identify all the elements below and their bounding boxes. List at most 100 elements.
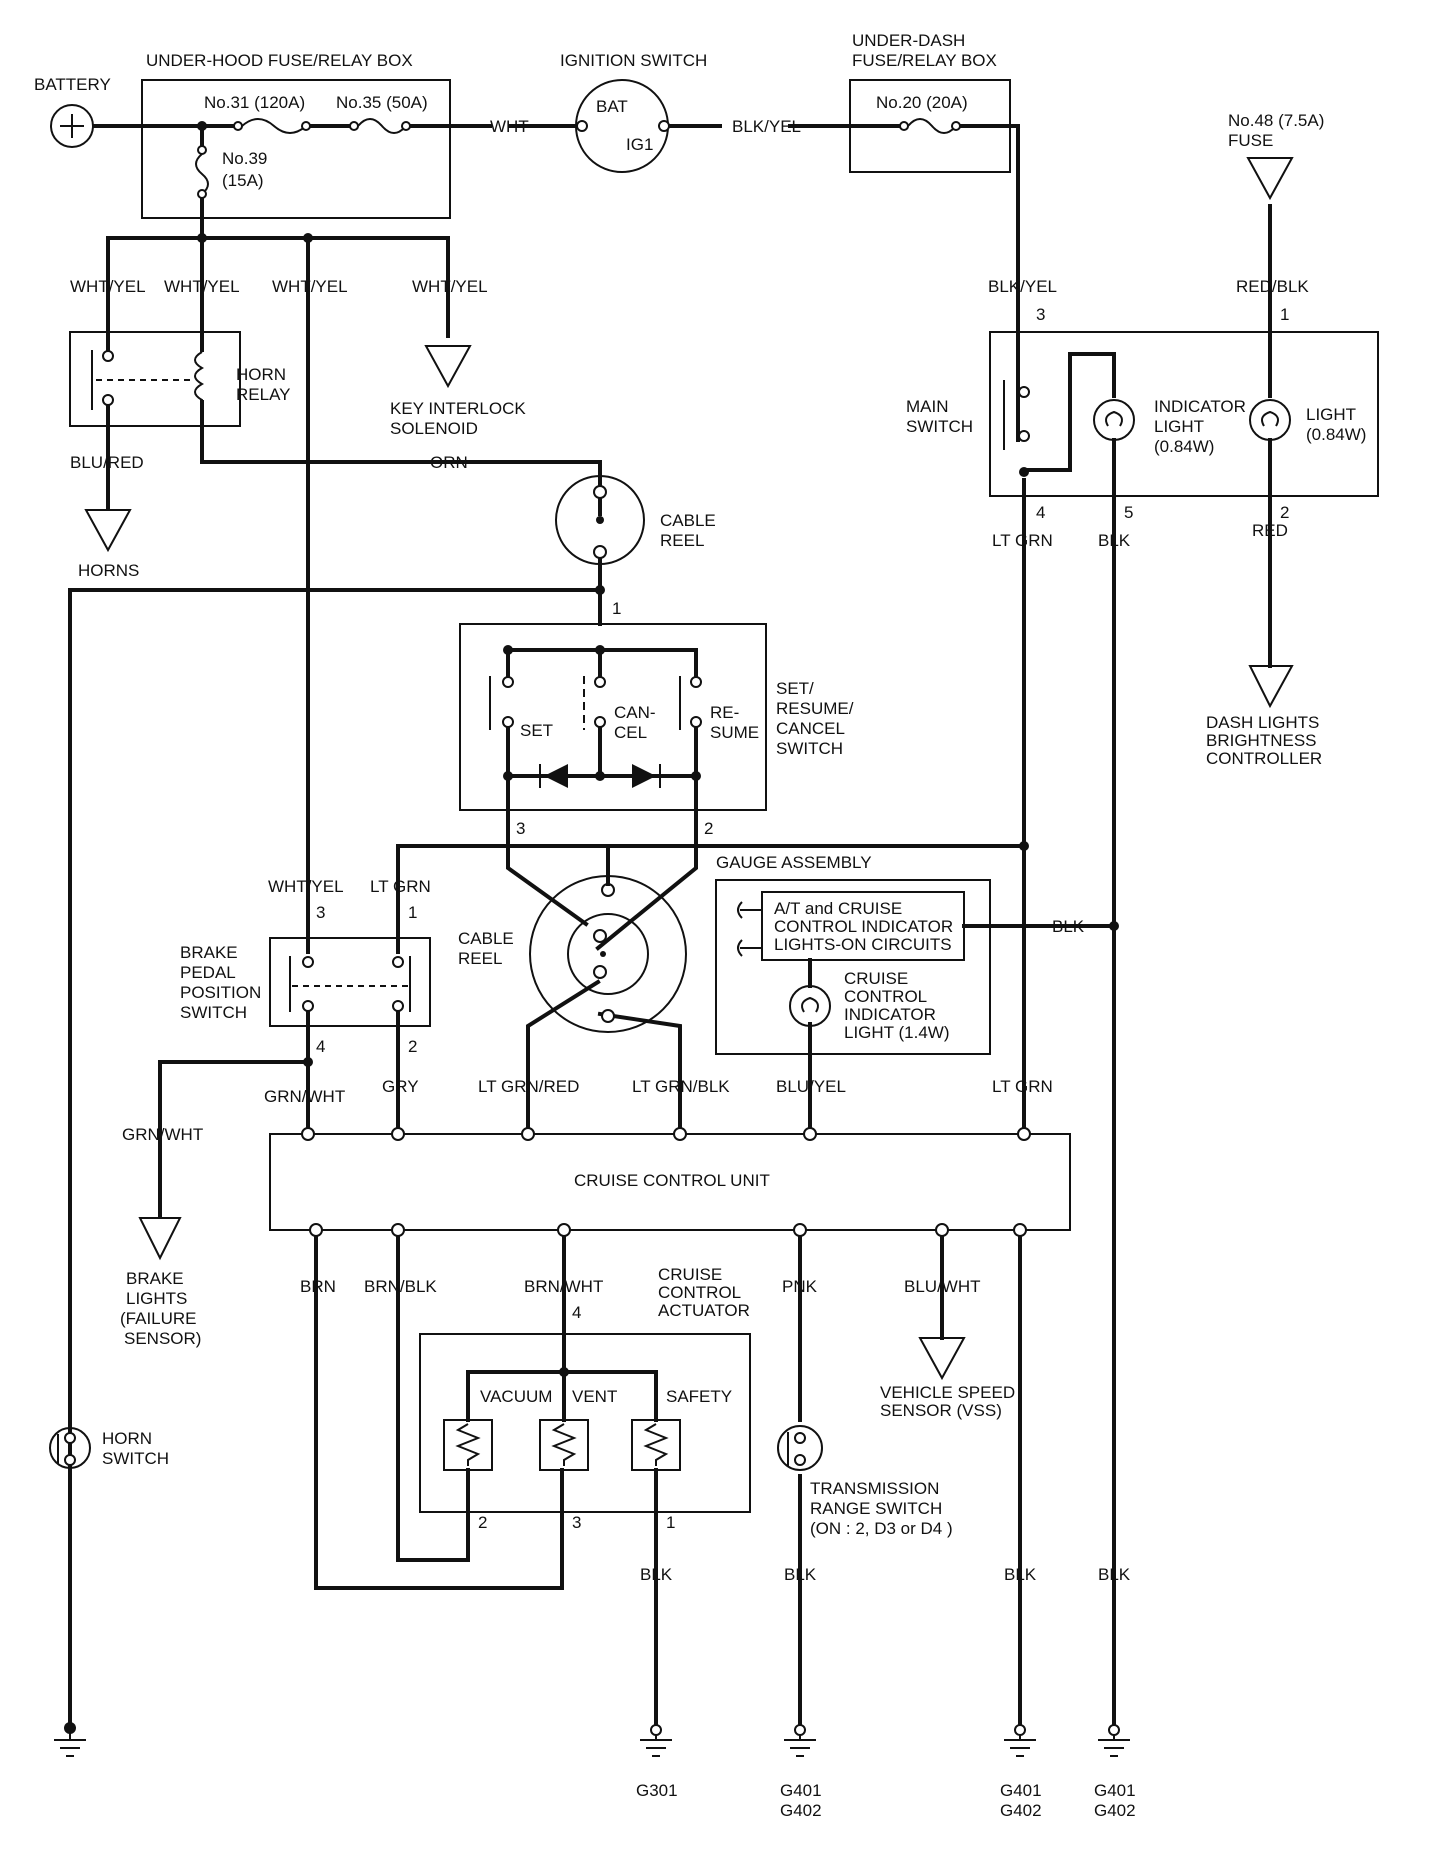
pin-2-light: 2 bbox=[1280, 503, 1289, 522]
fuse-icon bbox=[349, 118, 411, 134]
under-hood-fuse-relay-box bbox=[141, 79, 451, 219]
brake-lights-label-3: (FAILURE bbox=[120, 1309, 197, 1328]
wire-label-gry: GRY bbox=[382, 1077, 419, 1096]
ground-icon bbox=[54, 1730, 86, 1757]
src-cancel-label-2: CEL bbox=[614, 723, 647, 742]
brake-lights-label-1: BRAKE bbox=[126, 1269, 184, 1288]
cruise-indicator-label-2: CONTROL bbox=[844, 987, 927, 1006]
wire-label-lt-grn-ccu: LT GRN bbox=[992, 1077, 1053, 1096]
fuse48-connector-icon bbox=[1246, 157, 1294, 201]
ground-g401-label-b: G401 bbox=[1000, 1781, 1042, 1800]
main-switch-box bbox=[989, 331, 1379, 497]
wire-label-wht: WHT bbox=[490, 117, 529, 136]
wire-label-blk-trs: BLK bbox=[784, 1565, 817, 1584]
src-switch-label-4: SWITCH bbox=[776, 739, 843, 758]
cruise-indicator-label-1: CRUISE bbox=[844, 969, 908, 988]
wire-label-grn-wht-1: GRN/WHT bbox=[264, 1087, 345, 1106]
ccu-terminals bbox=[301, 1127, 1031, 1237]
cancel-switch-icon bbox=[583, 676, 606, 730]
horn-switch-label-2: SWITCH bbox=[102, 1449, 169, 1468]
trs-label-1: TRANSMISSION bbox=[810, 1479, 939, 1498]
wire-label-wht-yel-4: WHT/YEL bbox=[412, 277, 488, 296]
ground-g402-label-c: G402 bbox=[1094, 1801, 1136, 1820]
ground-g401-label-c: G401 bbox=[1094, 1781, 1136, 1800]
horn-switch-label-1: HORN bbox=[102, 1429, 152, 1448]
ignition-bat-label: BAT bbox=[596, 97, 628, 116]
cable-reel-lower-label-2: REEL bbox=[458, 949, 502, 968]
wire-label-blk-yel: BLK/YEL bbox=[732, 117, 801, 136]
fuse35-label: No.35 (50A) bbox=[336, 93, 428, 112]
horn-relay-box bbox=[69, 331, 241, 427]
vent-label: VENT bbox=[572, 1387, 617, 1406]
transmission-range-switch-icon bbox=[777, 1425, 823, 1471]
cable-reel-label-1: CABLE bbox=[660, 511, 716, 530]
src-resume-label-1: RE- bbox=[710, 703, 739, 722]
actuator-label-1: CRUISE bbox=[658, 1265, 722, 1284]
wire-label-lt-grn-red: LT GRN/RED bbox=[478, 1077, 579, 1096]
fuse31-label: No.31 (120A) bbox=[204, 93, 305, 112]
vss-label-2: SENSOR (VSS) bbox=[880, 1401, 1002, 1420]
ground-g401-label-a: G401 bbox=[780, 1781, 822, 1800]
battery-icon bbox=[50, 104, 94, 148]
wire-label-brn-blk: BRN/BLK bbox=[364, 1277, 437, 1296]
key-interlock-connector-icon bbox=[424, 345, 472, 389]
horn-switch-icon bbox=[49, 1427, 91, 1469]
wire-label-blu-red: BLU/RED bbox=[70, 453, 144, 472]
wire-label-blk-gauge: BLK bbox=[1052, 917, 1085, 936]
wire-lt-grn-blk bbox=[597, 1011, 682, 1136]
vss-connector-icon bbox=[918, 1337, 966, 1381]
brake-pedal-position-switch-box bbox=[269, 937, 431, 1027]
main-switch-icon bbox=[1003, 352, 1116, 472]
wire-label-blk-ccu: BLK bbox=[1004, 1565, 1037, 1584]
src-set-label: SET bbox=[520, 721, 553, 740]
brake-lights-connector-icon bbox=[138, 1217, 182, 1261]
pin-5-main: 5 bbox=[1124, 503, 1133, 522]
src-resume-label-2: SUME bbox=[710, 723, 759, 742]
ground-g402-label-a: G402 bbox=[780, 1801, 822, 1820]
dash-lights-label-2: BRIGHTNESS bbox=[1206, 731, 1317, 750]
pin-2-src: 2 bbox=[704, 819, 713, 838]
main-switch-label-2: SWITCH bbox=[906, 417, 973, 436]
fuse48-label-1: No.48 (7.5A) bbox=[1228, 111, 1324, 130]
ignition-ig1-label: IG1 bbox=[626, 135, 653, 154]
fuse20-label: No.20 (20A) bbox=[876, 93, 968, 112]
ground-g402-label-b: G402 bbox=[1000, 1801, 1042, 1820]
diode-icon bbox=[632, 764, 661, 788]
brake-switch-label-1: BRAKE bbox=[180, 943, 238, 962]
wire-label-blu-yel: BLU/YEL bbox=[776, 1077, 846, 1096]
cable-reel-lower-icon bbox=[529, 875, 687, 1033]
pin-4-main: 4 bbox=[1036, 503, 1045, 522]
brake-lights-label-2: LIGHTS bbox=[126, 1289, 187, 1308]
wire-brn bbox=[314, 1228, 564, 1590]
cable-reel-lower-label-1: CABLE bbox=[458, 929, 514, 948]
wire-label-blk-g301: BLK bbox=[640, 1565, 673, 1584]
cruise-indicator-bulb-icon bbox=[789, 985, 831, 1027]
wire-lt-grn-brake bbox=[396, 844, 1026, 954]
vacuum-solenoid-icon bbox=[443, 1419, 493, 1471]
dash-lights-label-3: CONTROLLER bbox=[1206, 749, 1322, 768]
wire-label-wht-yel-3: WHT/YEL bbox=[272, 277, 348, 296]
cruise-control-actuator-box bbox=[419, 1333, 751, 1513]
pin-2-brake: 2 bbox=[408, 1037, 417, 1056]
indicator-light-label-3: (0.84W) bbox=[1154, 437, 1214, 456]
pin-3-brake: 3 bbox=[316, 903, 325, 922]
actuator-label-3: ACTUATOR bbox=[658, 1301, 750, 1320]
indicator-circuits-label-3: LIGHTS-ON CIRCUITS bbox=[774, 935, 952, 954]
main-switch-label-1: MAIN bbox=[906, 397, 949, 416]
relay-icon bbox=[91, 350, 205, 410]
pin-1-light: 1 bbox=[1280, 305, 1289, 324]
wire-label-orn: ORN bbox=[430, 453, 468, 472]
wire-label-blk-yel-2: BLK/YEL bbox=[988, 277, 1057, 296]
vss-label-1: VEHICLE SPEED bbox=[880, 1383, 1015, 1402]
wire-brn-blk bbox=[396, 1228, 470, 1562]
pin-1-actuator: 1 bbox=[666, 1513, 675, 1532]
dash-lights-label-1: DASH LIGHTS bbox=[1206, 713, 1319, 732]
gauge-assembly-label: GAUGE ASSEMBLY bbox=[716, 853, 872, 872]
wire-label-wht-yel-brake: WHT/YEL bbox=[268, 877, 344, 896]
wire-label-pnk: PNK bbox=[782, 1277, 818, 1296]
trs-label-3: (ON : 2, D3 or D4 ) bbox=[810, 1519, 953, 1538]
cable-reel-label-2: REEL bbox=[660, 531, 704, 550]
ignition-switch-label: IGNITION SWITCH bbox=[560, 51, 707, 70]
fuse-icon bbox=[899, 118, 961, 134]
cable-reel-icon bbox=[555, 475, 645, 565]
